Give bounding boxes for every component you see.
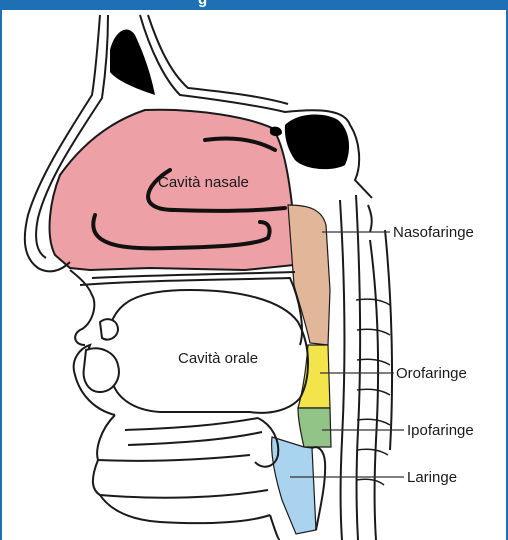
label-oral-cavity: Cavità orale	[178, 350, 258, 367]
oropharynx-region	[298, 345, 330, 408]
sphenoid-sinus	[285, 115, 349, 170]
cervical-vertebrae	[356, 299, 390, 485]
teeth	[84, 319, 119, 392]
nasopharynx-region	[288, 205, 330, 345]
label-oropharynx: Orofaringe	[396, 365, 467, 382]
label-hypopharynx: Ipofaringe	[407, 422, 474, 439]
hypopharynx-region	[298, 408, 331, 447]
label-nasal-cavity: Cavità nasale	[158, 174, 249, 191]
small-sinus	[270, 127, 282, 136]
label-nasopharynx: Nasofaringe	[393, 224, 474, 241]
label-larynx: Laringe	[407, 469, 457, 486]
